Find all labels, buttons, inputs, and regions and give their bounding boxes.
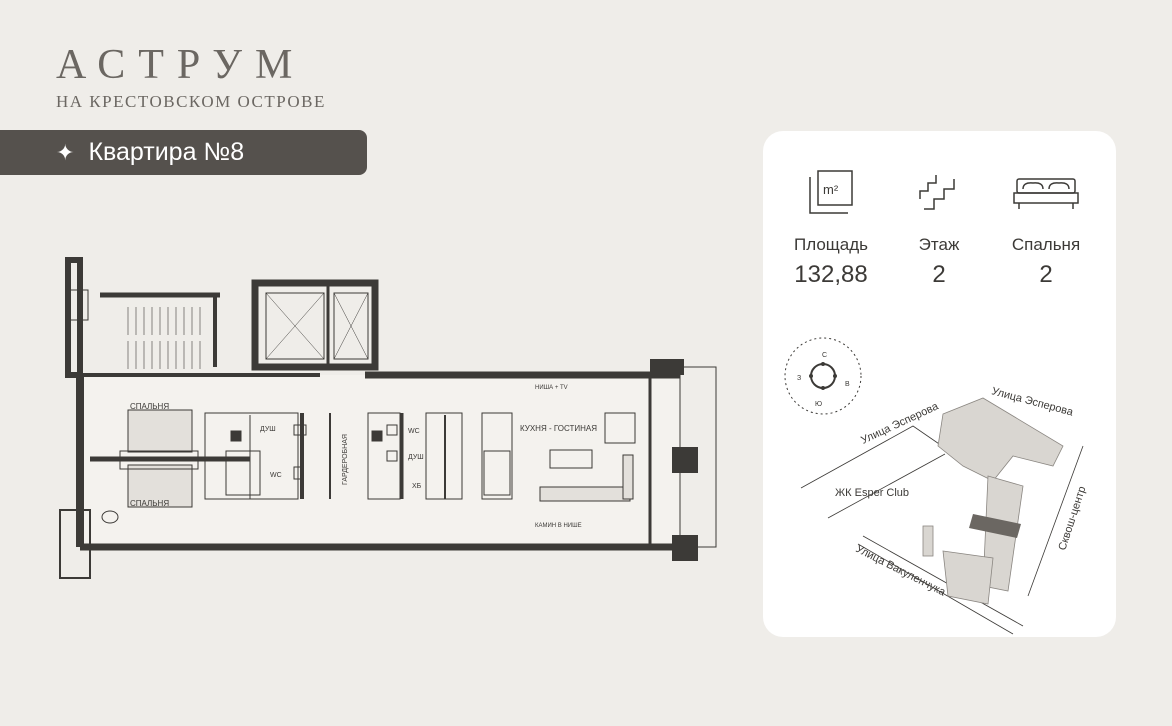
room-label-shower-1: ДУШ [260,426,276,433]
room-label-bedroom-bottom: СПАЛЬНЯ [130,499,169,508]
street-squash: Сквош-центр [1056,485,1088,552]
sparkle-icon: ✦ [56,139,75,165]
compass-e: В [845,381,850,388]
stat-floor: Этаж 2 [879,169,999,289]
room-label-bedroom-top: СПАЛЬНЯ [130,402,169,411]
compass-n: С [822,352,827,359]
floor-plan: СПАЛЬНЯ СПАЛЬНЯ ДУШ WC ГАРДЕРОБНАЯ WC ДУ… [59,257,717,579]
brand-logo: АСТРУМ НА КРЕСТОВСКОМ ОСТРОВЕ [56,44,326,112]
room-label-wc-1: WC [270,472,282,479]
room-label-fireplace: КАМИН В НИШЕ [535,523,582,529]
room-label-kitchen: КУХНЯ - ГОСТИНАЯ [520,424,597,433]
stat-bedrooms: Спальня 2 [986,169,1106,289]
room-label-wc-2: WC [408,428,420,435]
complex-label: ЖК Esper Club [835,487,909,499]
apartment-title-bar: ✦ Квартира №8 [0,130,367,175]
brand-title: АСТРУМ [56,42,306,88]
compass-icon: С В Ю З [784,337,862,415]
compass-s: Ю [815,401,822,408]
stat-area-label: Площадь [793,235,868,254]
stat-area: m² Площадь 132,88 [771,169,891,289]
street-vakulenchuka: Улица Вакуленчука [854,543,948,599]
apartment-title: Квартира №8 [88,138,245,166]
info-card: m² Площадь 132,88 Этаж 2 Спальня [763,131,1116,637]
stat-floor-value: 2 [932,261,946,288]
stat-bedrooms-value: 2 [1039,261,1053,288]
location-map: С В Ю З Улица Эсперова Улица Эсперова ЖК… [784,337,1088,635]
stairs-icon [879,169,999,215]
room-label-storage: ХБ [412,483,422,490]
stat-area-value: 132,88 [794,261,868,288]
room-label-shower-2: ДУШ [408,454,424,461]
compass-w: З [797,375,801,382]
brand-subtitle: НА КРЕСТОВСКОМ ОСТРОВЕ [56,92,326,111]
area-icon-text: m² [823,182,839,197]
stat-floor-label: Этаж [918,235,960,254]
stat-bedrooms-label: Спальня [1011,235,1081,254]
street-esperova-2: Улица Эсперова [859,400,941,447]
room-label-wardrobe: ГАРДЕРОБНАЯ [342,434,349,485]
room-label-tv-niche: НИША + TV [535,385,568,391]
bed-icon [986,169,1106,215]
area-m2-icon: m² [771,169,891,215]
